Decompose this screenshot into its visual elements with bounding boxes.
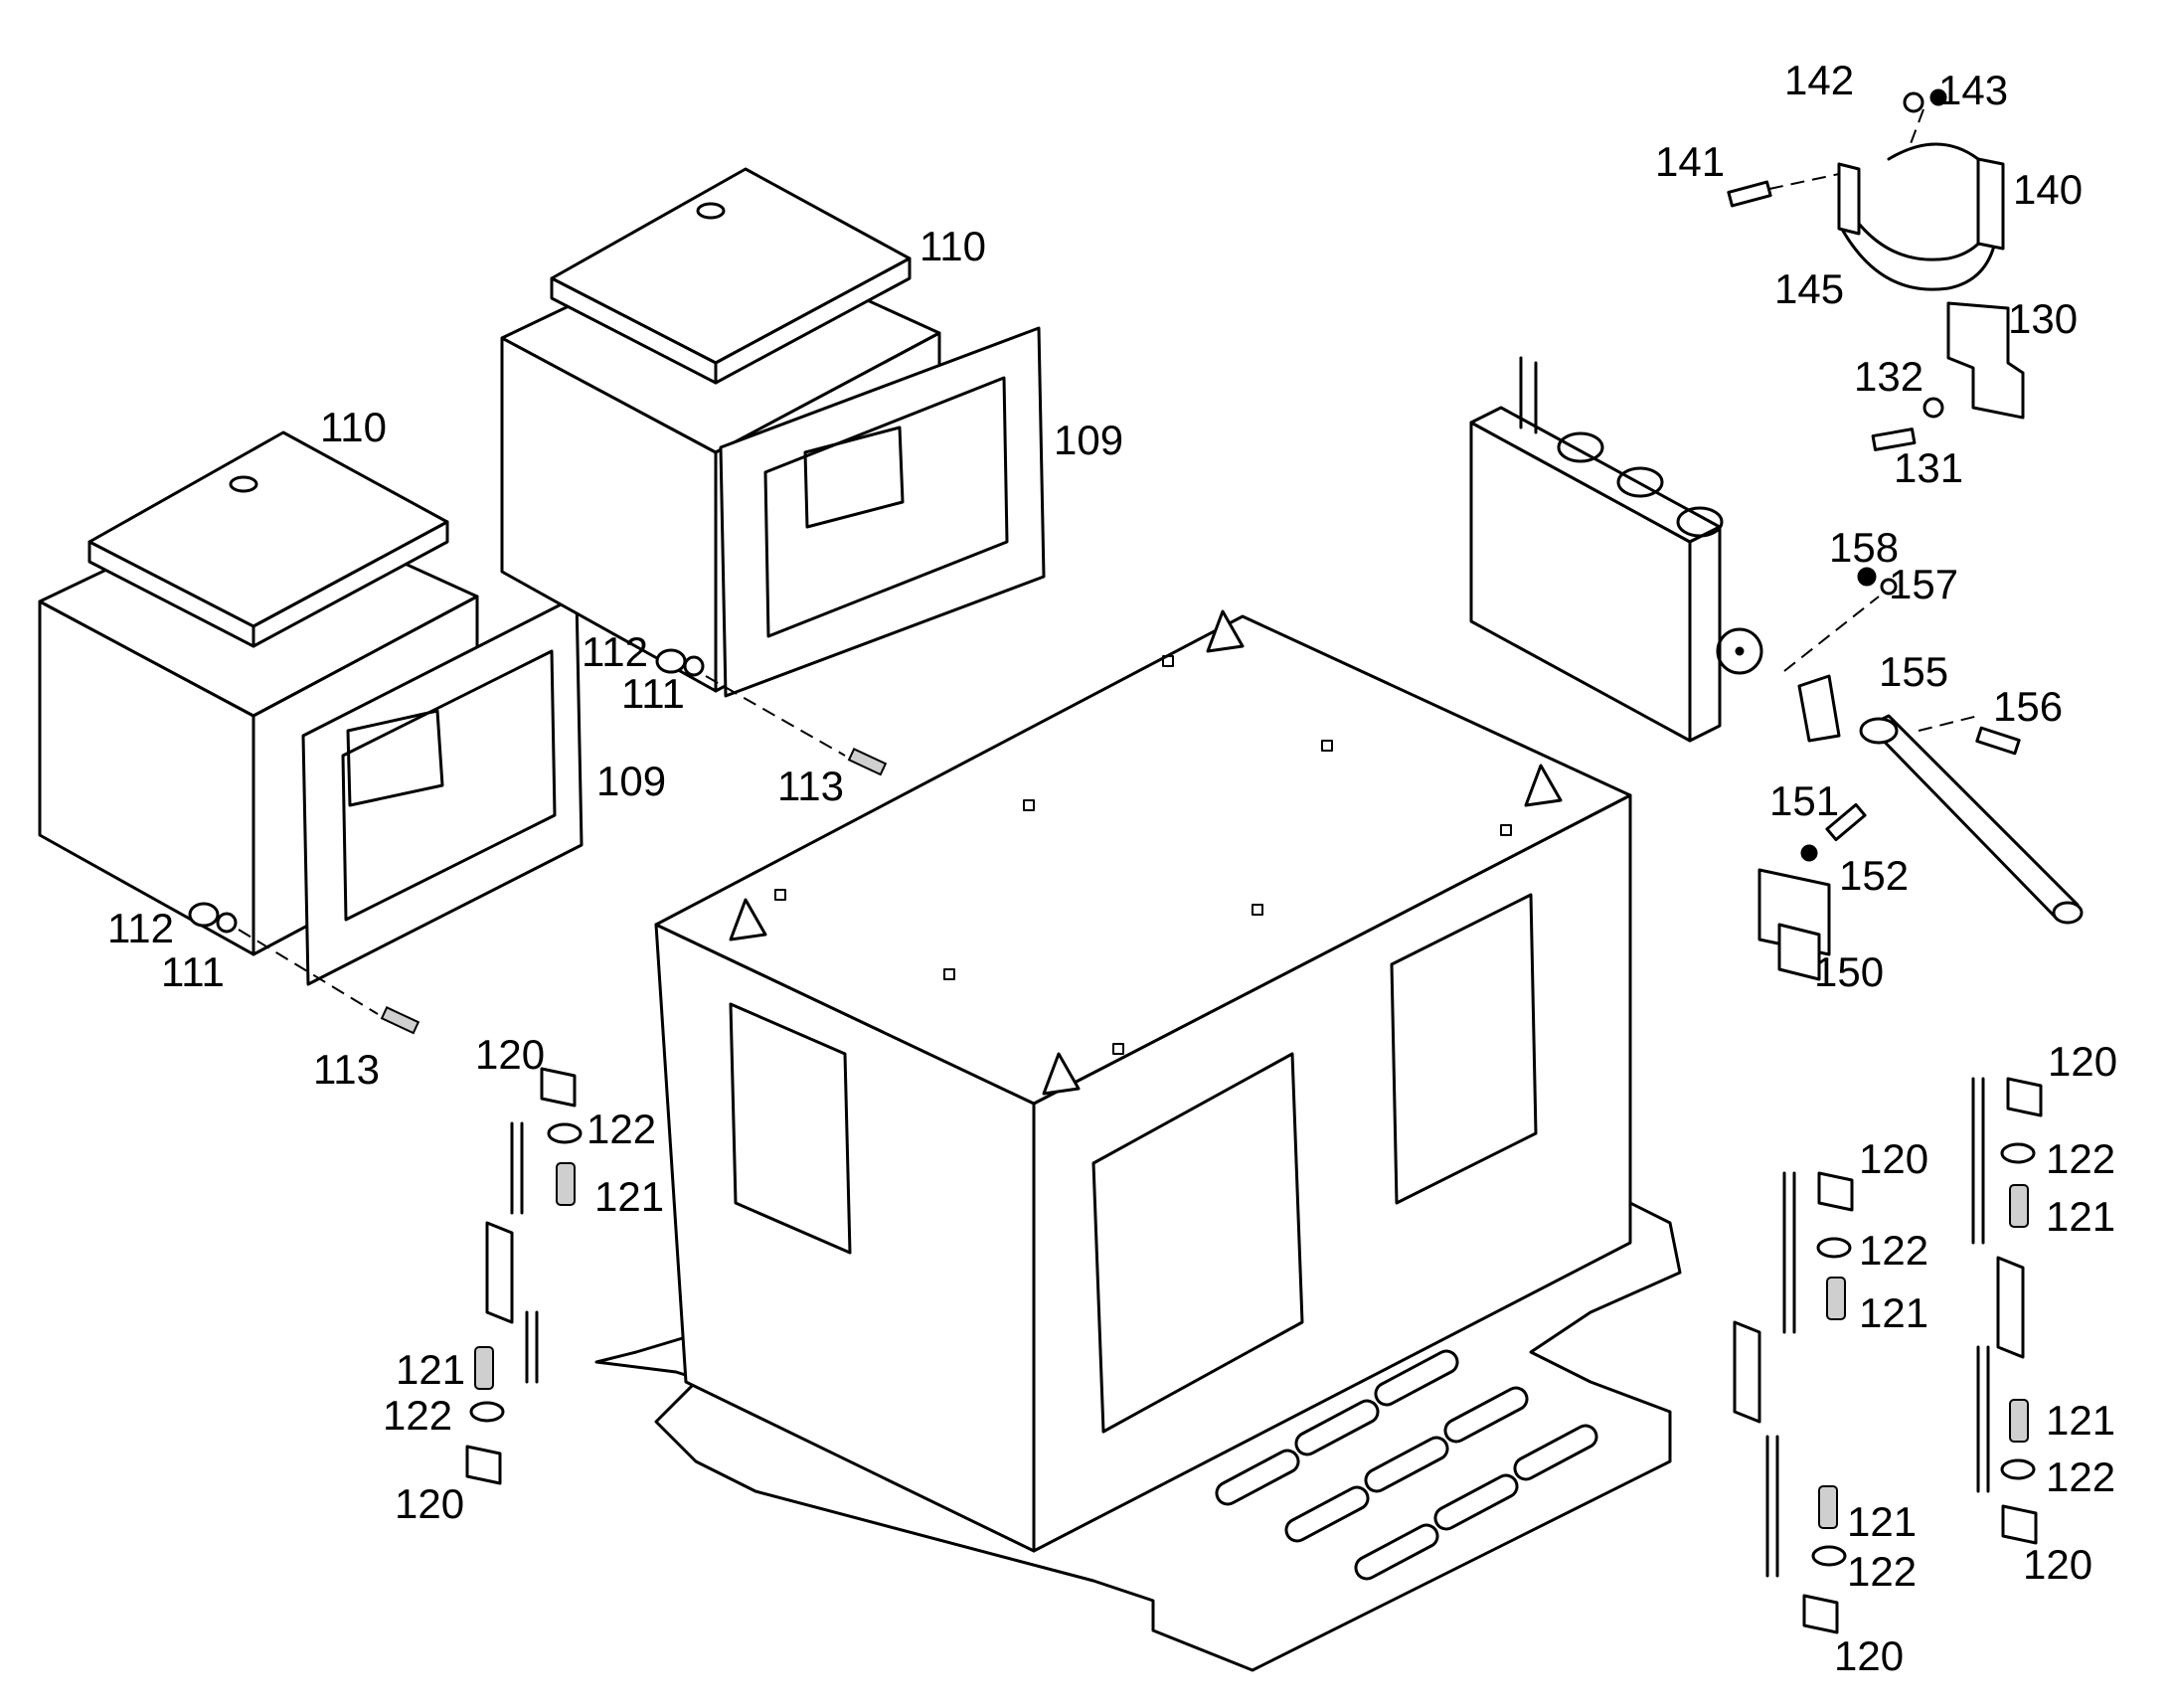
fasteners-left-box — [188, 902, 420, 1035]
part-label: 121 — [396, 1346, 465, 1393]
part-label: 120 — [1834, 1632, 1904, 1679]
part-label: 152 — [1839, 852, 1909, 899]
part-label: 132 — [1854, 353, 1923, 400]
part-label: 145 — [1774, 265, 1844, 312]
spring-panel-assembly — [1469, 356, 1763, 743]
part-label: 122 — [2046, 1135, 2115, 1182]
cabinet-frame — [594, 609, 1682, 1672]
handle-155 — [1783, 567, 2084, 925]
clamp-assembly — [1727, 88, 2005, 291]
part-label: 157 — [1889, 561, 1958, 607]
part-label: 112 — [582, 628, 648, 675]
hinge-hardware-left — [465, 1067, 583, 1485]
part-label: 113 — [777, 763, 844, 809]
part-label: 131 — [1894, 444, 1963, 491]
part-label: 142 — [1784, 57, 1854, 103]
hinge-hardware-right-inner — [1733, 1171, 1854, 1634]
gasket-frame-left — [301, 595, 584, 986]
part-label: 140 — [2013, 166, 2083, 213]
part-labels: 110 110 109 109 112 111 113 112 111 113 … — [107, 57, 2117, 1679]
part-label: 122 — [2046, 1453, 2115, 1500]
part-label: 158 — [1829, 524, 1899, 571]
part-label: 121 — [594, 1173, 664, 1220]
top-bolts — [774, 655, 1512, 1055]
part-label: 120 — [1859, 1135, 1928, 1182]
part-label: 155 — [1879, 648, 1948, 695]
part-label: 122 — [1859, 1227, 1928, 1274]
gasket-frame-center — [719, 326, 1046, 698]
part-label: 156 — [1993, 683, 2063, 730]
bracket-130 — [1871, 301, 2025, 451]
part-label: 130 — [2008, 295, 2078, 342]
part-label: 110 — [320, 404, 387, 450]
part-label: 122 — [1847, 1548, 1917, 1595]
part-label: 120 — [395, 1480, 464, 1527]
part-label: 111 — [621, 670, 685, 717]
part-label: 150 — [1814, 948, 1884, 995]
part-label: 151 — [1769, 777, 1839, 824]
part-label: 141 — [1655, 138, 1725, 185]
bracket-150 — [1757, 802, 1867, 981]
part-label: 109 — [596, 758, 666, 804]
part-label: 110 — [919, 223, 986, 269]
part-label: 120 — [2023, 1541, 2092, 1588]
part-label: 120 — [475, 1031, 545, 1078]
part-label: 120 — [2048, 1038, 2117, 1085]
part-label: 122 — [383, 1392, 452, 1439]
part-label: 112 — [107, 905, 174, 951]
part-label: 121 — [1859, 1289, 1928, 1336]
hinge-hardware-right-outer — [1971, 1077, 2043, 1545]
part-label: 121 — [2046, 1193, 2115, 1240]
fasteners-center-box — [655, 648, 888, 776]
part-label: 109 — [1054, 417, 1123, 463]
part-label: 111 — [161, 948, 225, 995]
part-label: 121 — [1847, 1498, 1917, 1545]
floor-slots — [1215, 1349, 1598, 1581]
part-label: 113 — [313, 1046, 380, 1093]
part-label: 143 — [1938, 67, 2008, 113]
part-label: 121 — [2046, 1397, 2115, 1444]
part-label: 122 — [586, 1106, 656, 1152]
